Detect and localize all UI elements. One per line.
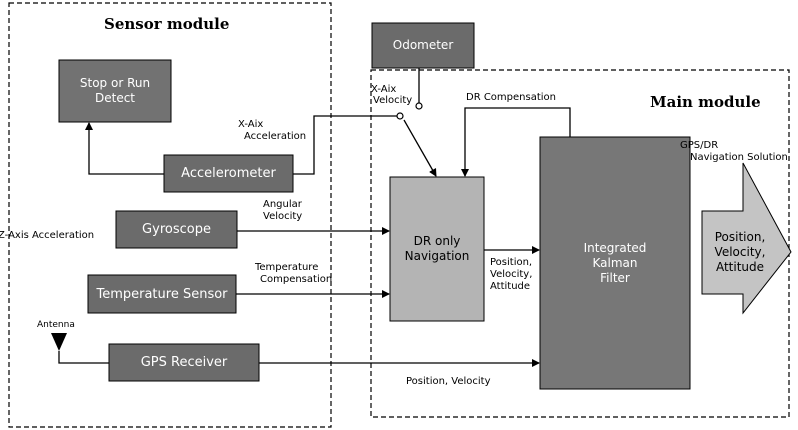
output-arrow-label: Position, Velocity, Attitude xyxy=(702,211,778,294)
stop-detect-line2: Detect xyxy=(94,91,135,105)
angular-label-2: Velocity xyxy=(263,211,303,222)
kalman-line1: Integrated xyxy=(583,240,647,255)
switch-to-dr-arrow xyxy=(403,119,437,177)
output-line1: Position, xyxy=(714,230,766,244)
x-accel-line xyxy=(293,115,397,175)
position-velocity-label: Position, Velocity xyxy=(406,376,491,387)
output-arrow xyxy=(701,162,792,315)
gps-dr-label-2: Navigation Solution xyxy=(690,152,788,163)
dr-navigation-label: DR only Navigation xyxy=(390,177,484,321)
dr-nav-line2: Navigation xyxy=(404,249,470,263)
kalman-filter-box xyxy=(539,136,691,390)
accelerometer-box xyxy=(163,154,294,193)
dr-compensation-label: DR Compensation xyxy=(466,92,556,103)
temp-comp-label-2: Compensation xyxy=(260,274,333,285)
angular-label-1: Angular xyxy=(263,199,302,210)
gyroscope-box xyxy=(115,210,238,249)
temp-comp-label-1: Temperature xyxy=(255,262,319,273)
output-line2: Velocity, xyxy=(714,245,766,259)
accel-to-stop-connector xyxy=(85,122,164,175)
kalman-line3: Filter xyxy=(600,270,630,285)
gps-receiver-box xyxy=(108,343,260,382)
main-module-boundary xyxy=(370,69,790,418)
output-line3: Attitude xyxy=(715,260,765,274)
z-accel-label: Z-Axis Acceleration xyxy=(0,230,95,241)
switch-contact-right xyxy=(415,102,423,110)
kalman-line2: Kalman xyxy=(592,255,638,270)
gyroscope-label: Gyroscope xyxy=(142,222,211,237)
temperature-sensor-label: Temperature Sensor xyxy=(96,286,228,302)
x-vel-label-1: X-Aix xyxy=(371,84,397,95)
sensor-module-title: Sensor module xyxy=(104,15,230,33)
pva-label-2: Velocity, xyxy=(490,269,533,280)
pva-label-1: Position, xyxy=(490,257,533,268)
kalman-filter-label: Integrated Kalman Filter xyxy=(540,137,690,389)
dr-navigation-box xyxy=(389,176,485,322)
switch-contact-left xyxy=(396,112,404,120)
sensor-module-boundary xyxy=(8,2,332,428)
x-vel-label-2: Velocity xyxy=(373,95,413,106)
x-accel-label-2: Acceleration xyxy=(244,131,307,142)
stop-run-detect-label: Stop or Run Detect xyxy=(59,60,171,122)
stop-detect-line1: Stop or Run xyxy=(79,76,151,90)
accelerometer-label: Accelerometer xyxy=(181,166,276,181)
antenna-icon xyxy=(51,333,67,351)
gps-receiver-label: GPS Receiver xyxy=(140,355,228,370)
odometer-box xyxy=(371,22,475,69)
stop-run-detect-box xyxy=(58,59,172,123)
x-accel-label-1: X-Aix xyxy=(238,119,264,130)
odometer-label: Odometer xyxy=(392,38,454,52)
antenna-label: Antenna xyxy=(37,320,75,330)
gps-dr-label-1: GPS/DR xyxy=(680,140,719,151)
antenna-line xyxy=(58,351,109,364)
dr-compensation-arrow xyxy=(461,107,571,177)
dr-nav-line1: DR only xyxy=(413,234,461,248)
main-module-title: Main module xyxy=(650,93,761,111)
pva-label-3: Attitude xyxy=(490,281,531,292)
